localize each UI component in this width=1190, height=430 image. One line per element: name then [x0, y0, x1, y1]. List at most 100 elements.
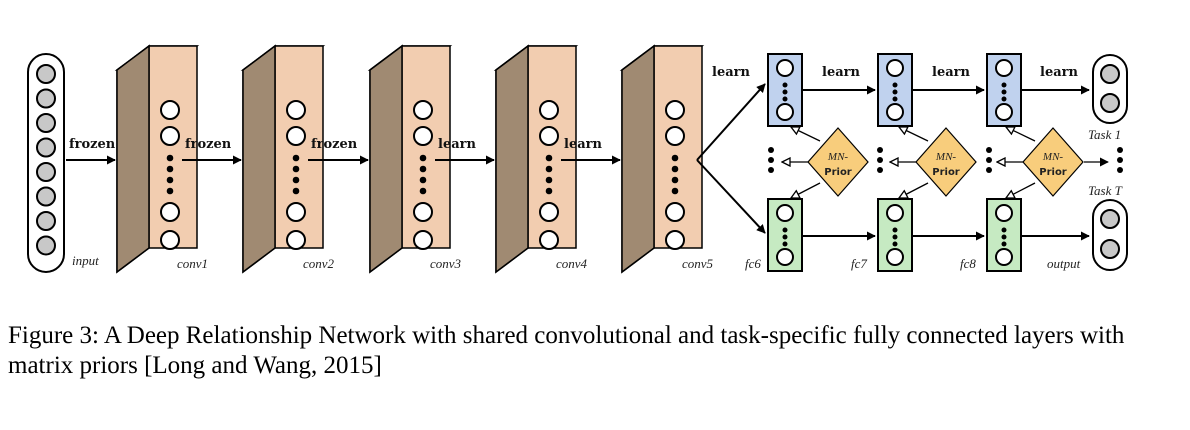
conv-edge-label: frozen [311, 137, 358, 152]
fc-ellipsis-dot [782, 82, 788, 88]
fc-ellipsis-dot [892, 234, 898, 240]
conv-label: conv1 [177, 256, 208, 271]
fc-node [886, 103, 904, 121]
figure-caption: Figure 3: A Deep Relationship Network wi… [8, 322, 1125, 379]
fc-node [776, 103, 794, 121]
fc-ellipsis-dot [782, 96, 788, 102]
conv-ellipsis-dot [419, 176, 427, 184]
fc-edge-label: learn [712, 65, 750, 80]
conv-edge-label: learn [438, 137, 476, 152]
fc-node [886, 204, 904, 222]
task-first-label: Task 1 [1088, 127, 1121, 142]
fc-ellipsis-dot [1001, 89, 1007, 95]
fc-node [995, 103, 1013, 121]
conv-ellipsis-dot [166, 187, 174, 195]
prior-arrow-down [899, 182, 929, 198]
conv-ellipsis-dot [166, 154, 174, 162]
conv-ellipsis-dot [671, 187, 679, 195]
prior-label-bottom: Prior [932, 167, 960, 178]
output-ellipsis-dot [1117, 157, 1123, 163]
conv-node [160, 100, 180, 120]
conv-node [286, 230, 306, 250]
fc-node [886, 248, 904, 266]
conv-ellipsis-dot [292, 187, 300, 195]
conv-node [539, 126, 559, 146]
input-node [36, 88, 56, 109]
fc-ellipsis-dot [782, 89, 788, 95]
fc-ellipsis-dot [1001, 82, 1007, 88]
fc-node [776, 204, 794, 222]
fc-ellipsis-dot [1001, 241, 1007, 247]
conv-ellipsis-dot [419, 154, 427, 162]
conv-label: conv4 [556, 256, 588, 271]
fc-edge-label: learn [1040, 65, 1078, 80]
branch-arrow-down [696, 159, 766, 234]
conv-ellipsis-dot [292, 176, 300, 184]
output-node [1100, 209, 1120, 229]
prior-arrow-down [1006, 182, 1036, 198]
input-node [36, 113, 56, 133]
conv-node [665, 100, 685, 120]
task-ellipsis-dot [877, 157, 883, 163]
fc-node [886, 59, 904, 77]
conv-node [286, 202, 306, 222]
prior-label-bottom: Prior [824, 167, 852, 178]
conv-node [539, 230, 559, 250]
input-node [36, 211, 56, 231]
fc-node [776, 248, 794, 266]
fc-node [776, 59, 794, 77]
branch-arrow-up [696, 83, 766, 161]
fc-ellipsis-dot [892, 82, 898, 88]
conv-ellipsis-dot [419, 187, 427, 195]
input-node [36, 162, 56, 182]
fc-node [995, 248, 1013, 266]
conv-block-side-front [242, 44, 276, 274]
output-ellipsis-dot [1117, 167, 1123, 173]
conv-label: conv3 [430, 256, 462, 271]
input-node [36, 186, 56, 207]
conv-ellipsis-dot [545, 176, 553, 184]
conv-ellipsis-dot [545, 154, 553, 162]
task-ellipsis-dot [768, 157, 774, 163]
conv-block-side-front [621, 44, 655, 274]
conv-block-side-front [495, 44, 529, 274]
conv-ellipsis-dot [166, 176, 174, 184]
mn-prior-diamond [807, 127, 869, 197]
conv-node [413, 100, 433, 120]
conv-edge-label: frozen [69, 137, 116, 152]
mn-prior-diamond [1022, 127, 1084, 197]
task-last-label: Task T [1088, 183, 1123, 198]
conv-ellipsis-dot [419, 165, 427, 173]
conv-label: conv5 [682, 256, 714, 271]
fc-ellipsis-dot [892, 227, 898, 233]
task-ellipsis-dot [768, 147, 774, 153]
conv-ellipsis-dot [292, 154, 300, 162]
output-ellipsis-dot [1117, 147, 1123, 153]
fc-ellipsis-dot [892, 241, 898, 247]
output-node [1100, 93, 1120, 113]
task-ellipsis-dot [877, 167, 883, 173]
fc-ellipsis-dot [1001, 96, 1007, 102]
output-label: output [1047, 256, 1081, 271]
output-node [1100, 239, 1120, 259]
conv-node [286, 126, 306, 146]
conv-block-side-front [116, 44, 150, 274]
conv-ellipsis-dot [671, 165, 679, 173]
prior-label-top: MN- [935, 151, 957, 163]
fc-label: fc6 [745, 256, 761, 271]
conv-node [286, 100, 306, 120]
conv-node [413, 126, 433, 146]
task-ellipsis-dot [768, 167, 774, 173]
fc-label: fc7 [851, 256, 867, 271]
conv-node [413, 202, 433, 222]
conv-node [539, 100, 559, 120]
input-node [36, 137, 56, 158]
output-node [1100, 64, 1120, 84]
prior-label-top: MN- [827, 151, 849, 163]
task-ellipsis-dot [986, 147, 992, 153]
conv-node [665, 126, 685, 146]
prior-label-top: MN- [1042, 151, 1064, 163]
task-ellipsis-dot [877, 147, 883, 153]
conv-node [665, 202, 685, 222]
